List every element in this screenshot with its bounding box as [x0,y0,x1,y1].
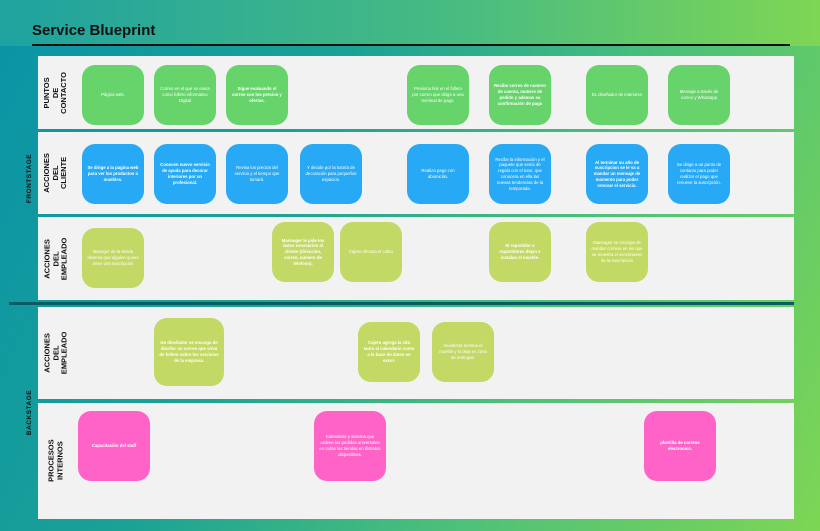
employee-action-node: El repartidor o repartidores dejan e ins… [489,222,551,282]
title-underline [32,44,790,46]
backstage-action-node: Cajero agrega la cita tanto al calendari… [358,322,420,382]
customer-action-node: Se dirige a un punto de contacto para po… [668,144,730,204]
customer-action-node: Realiza pago con abomicilio. [407,144,469,204]
touchpoint-node: Mensaje a través de correo y Whatsapp [668,65,730,125]
customer-action-node: Revisa los precios del servicio y el tie… [226,144,288,204]
customer-action-node: Al terminar su año de suscripcion se le … [586,144,648,204]
touchpoint-node: Página web. [82,65,144,125]
header-band [0,0,820,46]
touchpoint-node: Correo en el que se envía como folleto i… [154,65,216,125]
touchpoint-node: Presiona link en el folleto por correo q… [407,65,469,125]
page-title: Service Blueprint [32,22,156,39]
customer-action-node: Conocen nuevo servicio de ayuda para dec… [154,144,216,204]
lane-label-acciones-del-empleado-front: Acciones del empleado [38,217,74,300]
internal-process-node: Capacitación del staff [78,411,150,481]
lane-label-acciones-del-cliente: Acciones del cliente [38,132,74,214]
internal-process-node: plantilla de correos electronico. [644,411,716,481]
customer-action-node: Se dirige a la pagina web para ver los p… [82,144,144,204]
lane-label-procesos-internos: Procesos internos [38,403,74,519]
line-of-visibility [9,302,794,305]
lane-acciones-del-empleado-front [74,217,794,300]
customer-action-node: Y decide por la tutoría de decoración pa… [300,144,362,204]
employee-action-node: Mannager se encarga de mandar correos en… [586,222,648,282]
internal-process-node: Calendario y sistema que ordene los pedi… [314,411,386,481]
customer-action-node: Recibe la información y el paquete que v… [489,144,551,204]
lane-label-acciones-del-empleado-back: Acciones del empleado [38,307,74,399]
touchpoint-node: Sigue evaluando el correo con los precio… [226,65,288,125]
backstage-action-node: muebleria termina el mueble y lo deja en… [432,322,494,382]
employee-action-node: Manager de la tienda observa que alguien… [82,228,144,288]
touchpoint-node: EL diseñador de interiores [586,65,648,125]
frontstage-label: FRONTSTAGE [26,153,34,203]
employee-action-node: Mannager le pide los datos necesarios al… [272,222,334,282]
backstage-action-node: Un diseñador se encarga de diseñar un co… [154,318,224,386]
lane-label-puntos-de-contacto: Puntos de contacto [38,56,74,129]
touchpoint-node: Recibe correo de numero de cuenta, numer… [489,65,551,125]
employee-action-node: Cajero efectua el cobro [340,222,402,282]
backstage-label: BACKSTAGE [26,389,34,436]
